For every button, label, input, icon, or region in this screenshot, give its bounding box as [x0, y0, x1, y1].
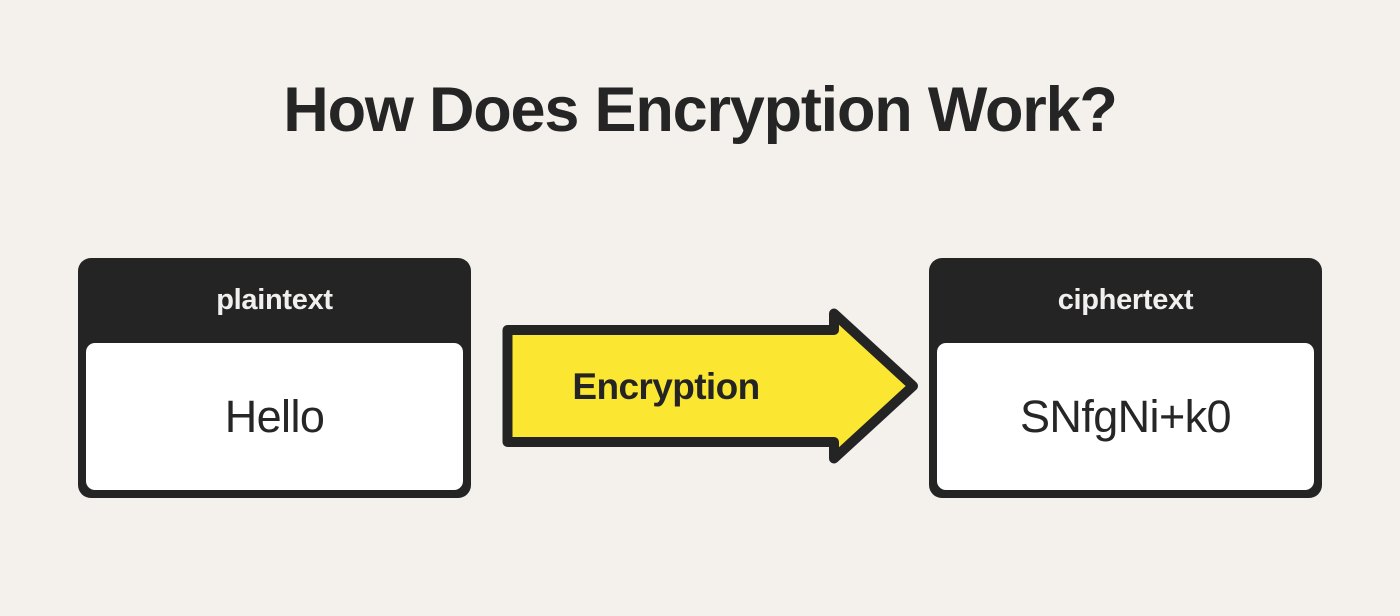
plaintext-box-body: Hello: [86, 343, 463, 490]
plaintext-box-header: plaintext: [216, 284, 333, 316]
arrow-right-icon: [502, 308, 918, 464]
encryption-arrow: Encryption: [489, 303, 929, 469]
plaintext-value: Hello: [224, 391, 325, 442]
plaintext-box: plaintext Hello: [78, 258, 471, 498]
ciphertext-value: SNfgNi+k0: [1020, 391, 1232, 442]
page-title: How Does Encryption Work?: [283, 75, 1118, 145]
ciphertext-box-body: SNfgNi+k0: [937, 343, 1314, 490]
ciphertext-box: ciphertext SNfgNi+k0: [929, 258, 1322, 498]
ciphertext-box-header: ciphertext: [1057, 284, 1194, 316]
